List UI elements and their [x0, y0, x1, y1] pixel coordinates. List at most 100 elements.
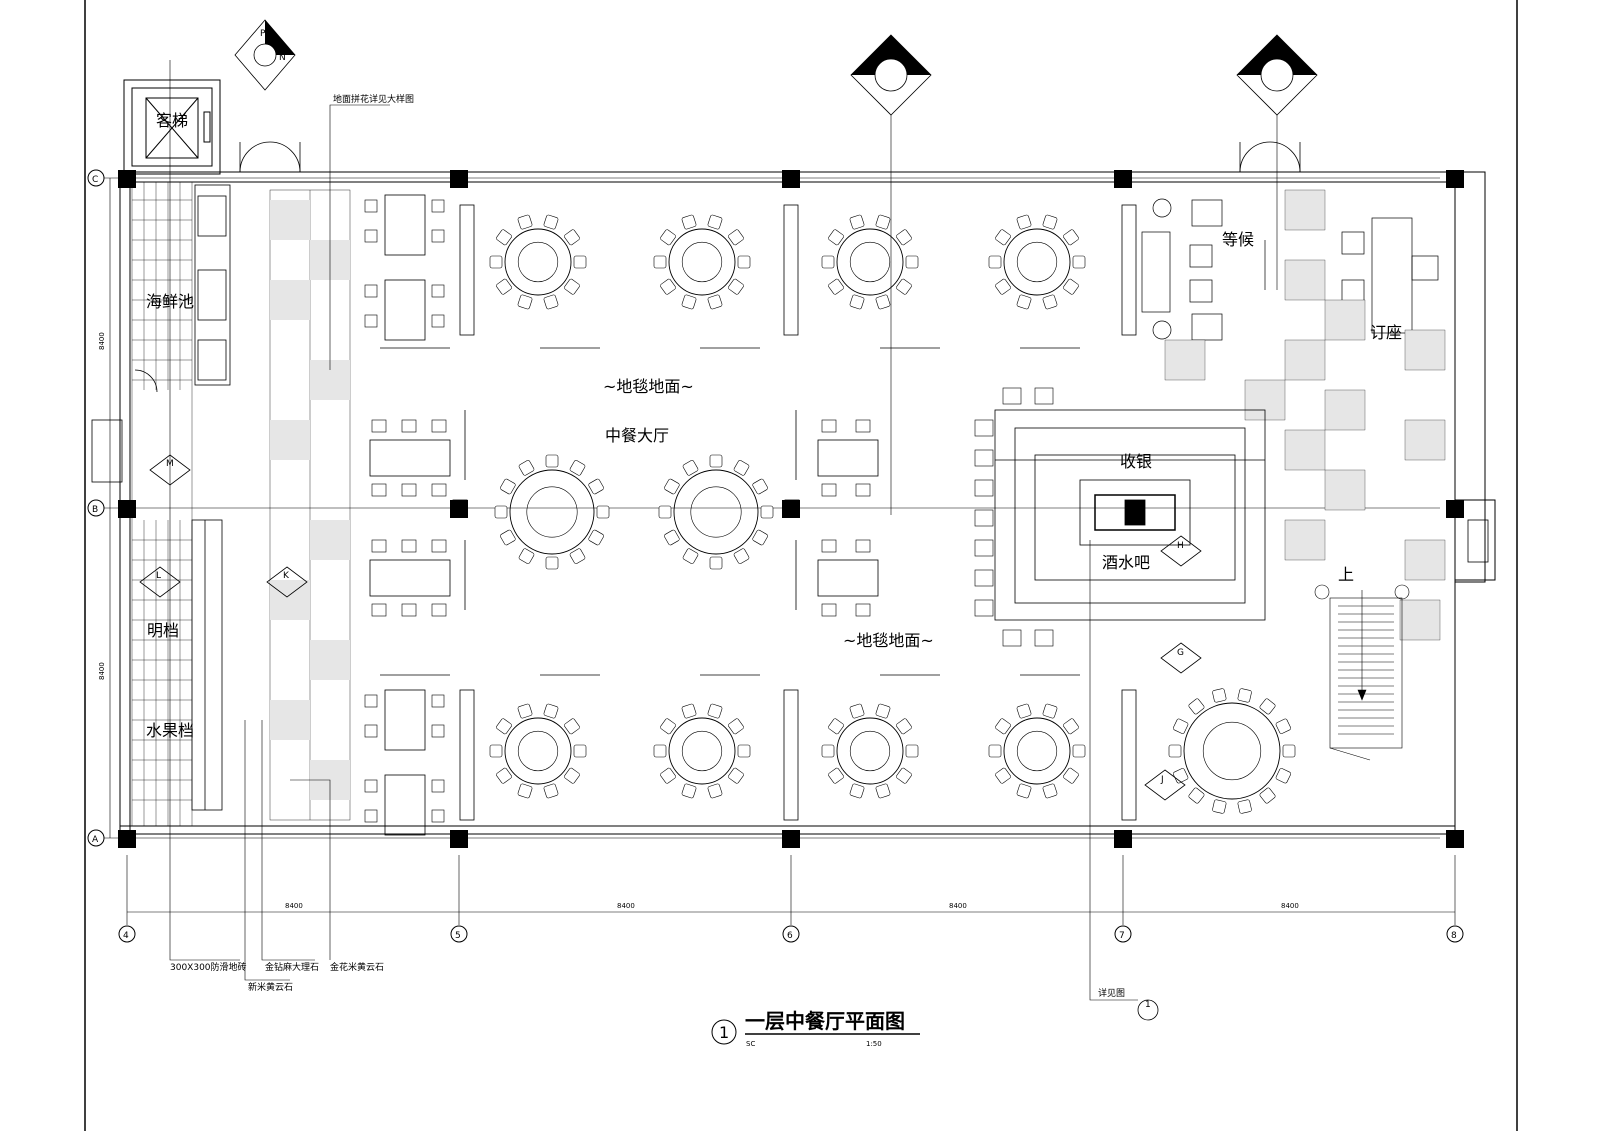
round-table	[653, 214, 751, 310]
callout-detail: 详见图	[1098, 987, 1125, 999]
chair	[707, 783, 723, 799]
drawing-title: 一层中餐厅平面图	[745, 1009, 905, 1033]
chair	[707, 703, 723, 719]
chair	[821, 255, 835, 269]
grid-col-6: 6	[787, 931, 793, 941]
chair	[828, 278, 844, 295]
table-top	[668, 717, 736, 785]
table-top	[1003, 717, 1071, 785]
chair	[496, 718, 512, 735]
marble-speckle-right	[1164, 189, 1446, 641]
grid-row-c: C	[92, 175, 98, 185]
side-dim-1: 8400	[98, 332, 106, 350]
chair	[896, 767, 912, 784]
chair	[664, 478, 680, 495]
chair	[1063, 278, 1079, 295]
label-carpet-1: ~地毯地面~	[603, 377, 694, 396]
chair	[660, 229, 676, 246]
chair	[905, 255, 919, 269]
round-table	[988, 214, 1086, 310]
chair	[821, 744, 835, 758]
marker-b: B	[1251, 65, 1257, 75]
bar-stools	[974, 387, 1054, 647]
chair	[500, 478, 516, 495]
chair	[545, 454, 559, 468]
leader-lines	[169, 60, 1278, 1001]
chair	[564, 767, 580, 784]
chair	[1212, 799, 1227, 814]
chair	[828, 718, 844, 735]
chair	[1042, 703, 1058, 719]
grid-bubbles	[87, 169, 1464, 943]
dim-4: 8400	[1281, 902, 1299, 910]
chair	[569, 548, 586, 564]
floor-divider-lines	[380, 347, 1080, 676]
marker-c: C	[1273, 45, 1279, 55]
lazy-susan	[690, 486, 742, 538]
dim-2: 8400	[617, 902, 635, 910]
round-table	[658, 454, 774, 570]
table-top	[673, 469, 759, 555]
round-table	[988, 703, 1086, 799]
chair	[849, 294, 865, 310]
label-carpet-2: ~地毯地面~	[843, 631, 934, 650]
chair	[588, 529, 604, 546]
chair	[564, 278, 580, 295]
grid-axes	[95, 177, 1456, 925]
chair	[1275, 768, 1291, 784]
round-table	[821, 703, 919, 799]
grid-row-b: B	[92, 505, 98, 515]
grid-col-4: 4	[123, 931, 129, 941]
chair	[660, 767, 676, 784]
chair	[518, 548, 535, 564]
marker-p: P	[260, 29, 266, 39]
label-fruit: 水果档	[146, 721, 194, 740]
chair	[543, 783, 559, 799]
dim-3: 8400	[949, 902, 967, 910]
grid-col-8: 8	[1451, 931, 1457, 941]
callout-marble-2: 新米黄云石	[248, 981, 293, 993]
tile-grid-left	[131, 182, 193, 826]
label-waiting: 等候	[1222, 230, 1254, 249]
table-top	[509, 469, 595, 555]
chair	[988, 744, 1002, 758]
chair	[564, 229, 580, 246]
chair	[517, 294, 533, 310]
chair	[1063, 229, 1079, 246]
table-top	[504, 717, 572, 785]
lazy-susan	[526, 486, 578, 538]
chair	[849, 214, 865, 230]
marker-k: K	[283, 571, 290, 581]
chair	[543, 294, 559, 310]
chair	[1042, 294, 1058, 310]
drawing-scale: 1:50	[866, 1040, 882, 1048]
chair	[681, 214, 697, 230]
table-top	[1003, 228, 1071, 296]
drawing-code: SC	[746, 1040, 755, 1048]
chair	[573, 255, 587, 269]
marker-h: H	[1177, 541, 1184, 551]
chair	[517, 214, 533, 230]
chair	[543, 703, 559, 719]
dim-1: 8400	[285, 902, 303, 910]
lazy-susan	[1202, 721, 1262, 781]
chair	[995, 278, 1011, 295]
round-table	[653, 703, 751, 799]
chair	[681, 703, 697, 719]
section-markers	[139, 454, 1202, 1021]
chair	[1237, 799, 1252, 814]
chair	[494, 505, 508, 519]
grid-col-5: 5	[455, 931, 461, 941]
table-top	[836, 228, 904, 296]
chair	[905, 744, 919, 758]
chair	[733, 548, 750, 564]
round-table	[489, 214, 587, 310]
round-table	[821, 214, 919, 310]
chair	[828, 229, 844, 246]
chair	[682, 548, 699, 564]
side-dim-2: 8400	[98, 662, 106, 680]
chair	[1237, 688, 1252, 703]
table-top	[504, 228, 572, 296]
lazy-susan	[517, 241, 559, 283]
chair	[707, 294, 723, 310]
